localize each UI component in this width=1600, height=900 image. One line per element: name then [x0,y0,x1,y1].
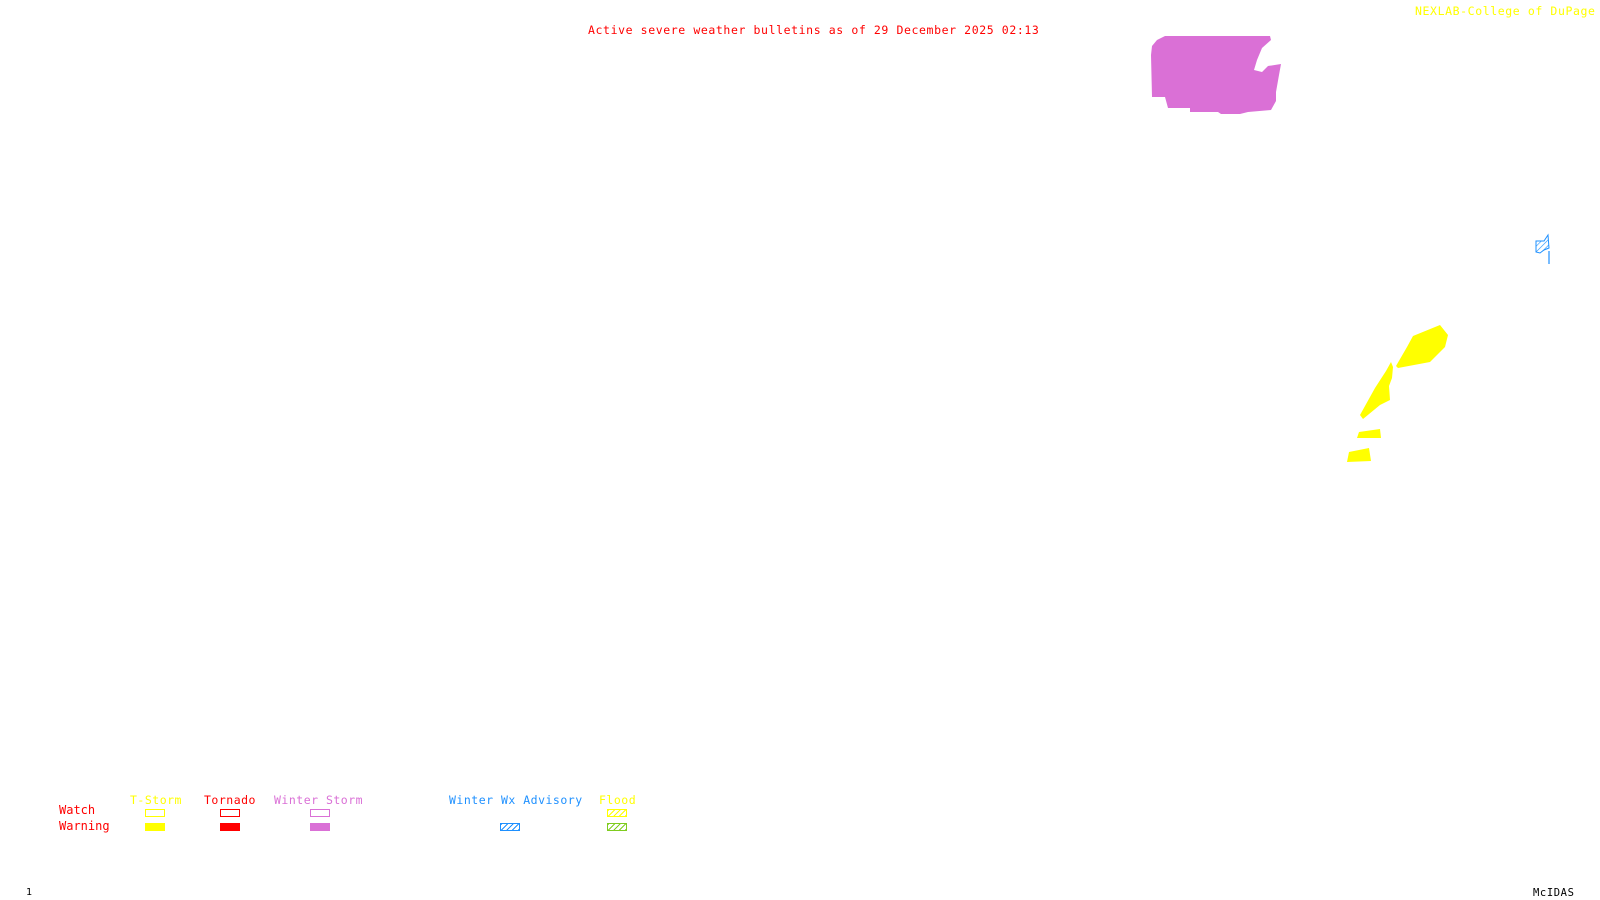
legend-header-winter-wx-advisory: Winter Wx Advisory [449,793,583,807]
map-title: Active severe weather bulletins as of 29… [588,23,1040,37]
legend-swatch-tstorm-warning [145,823,165,831]
legend-swatch-winter-storm-watch [310,809,330,817]
legend-header-flood: Flood [599,793,637,807]
tstorm-warning-area[interactable] [1360,362,1393,419]
tstorm-warning-area[interactable] [1396,325,1448,368]
legend-header-tstorm: T-Storm [130,793,182,807]
tstorm-warning-area[interactable] [1347,448,1371,462]
credit-text: NEXLAB-College of DuPage [1415,4,1596,18]
frame-number: 1 [26,887,33,898]
legend-header-tornado: Tornado [204,793,256,807]
winter-storm-warning-area[interactable] [1151,36,1281,114]
tstorm-warning-area[interactable] [1357,429,1381,438]
legend-swatch-winter-wx-advisory [500,823,520,831]
winter-wx-advisory-area[interactable] [1535,233,1550,264]
legend-swatch-flood-warning [607,823,627,831]
legend-header-winter-storm: Winter Storm [274,793,364,807]
legend-swatch-winter-storm-warning [310,823,330,831]
credit-label: NEXLAB-College of DuPage ⇲ [1415,4,1600,18]
legend-row-warning: Warning [59,819,110,833]
legend-swatch-tornado-warning [220,823,240,831]
legend-row-watch: Watch [59,803,96,817]
legend-swatch-flood-watch [607,809,627,817]
legend-swatch-tornado-watch [220,809,240,817]
legend-swatch-tstorm-watch [145,809,165,817]
app-name-label: McIDAS [1533,887,1575,899]
